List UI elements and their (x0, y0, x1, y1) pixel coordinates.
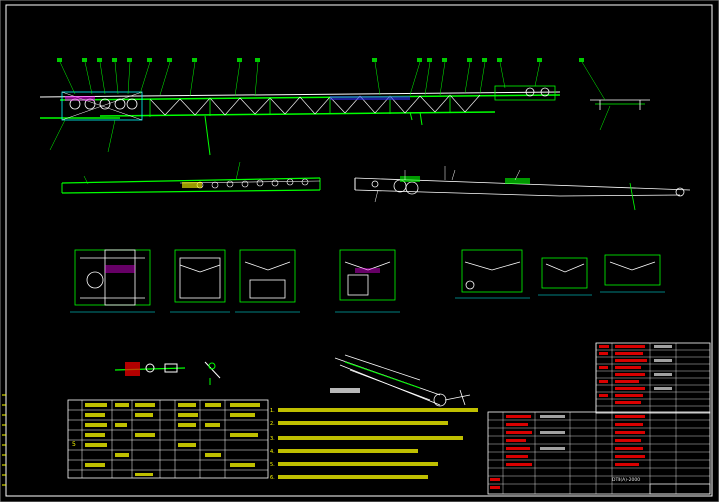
note-3-number: 3. (270, 436, 275, 442)
note-6-number: 6. (270, 475, 275, 481)
drawing-frame (5, 4, 713, 497)
note-1-number: 1. (270, 408, 275, 414)
isometric-sketch (334, 354, 471, 407)
callout-labels (57, 58, 584, 62)
left-margin-ticks (2, 394, 6, 486)
conveyor-inclined-elevation (354, 166, 691, 211)
note-4-number: 4. (270, 449, 275, 455)
detail-small-assembly (114, 361, 221, 385)
note-2-number: 2. (270, 421, 275, 427)
title-block: DTⅡ(A)-2000 (487, 342, 711, 495)
drawing-number: DTⅡ(A)-2000 (612, 477, 640, 483)
conveyor-secondary-elevation (61, 161, 321, 194)
parts-table-row-index: 5 (72, 441, 76, 448)
cross-section-views (70, 249, 665, 313)
conveyor-main-elevation (39, 61, 650, 156)
parts-table: 5 (67, 399, 269, 479)
note-5-number: 5. (270, 462, 275, 468)
technical-notes: 1. 2. 3. 4. 5. 6. (270, 388, 478, 481)
